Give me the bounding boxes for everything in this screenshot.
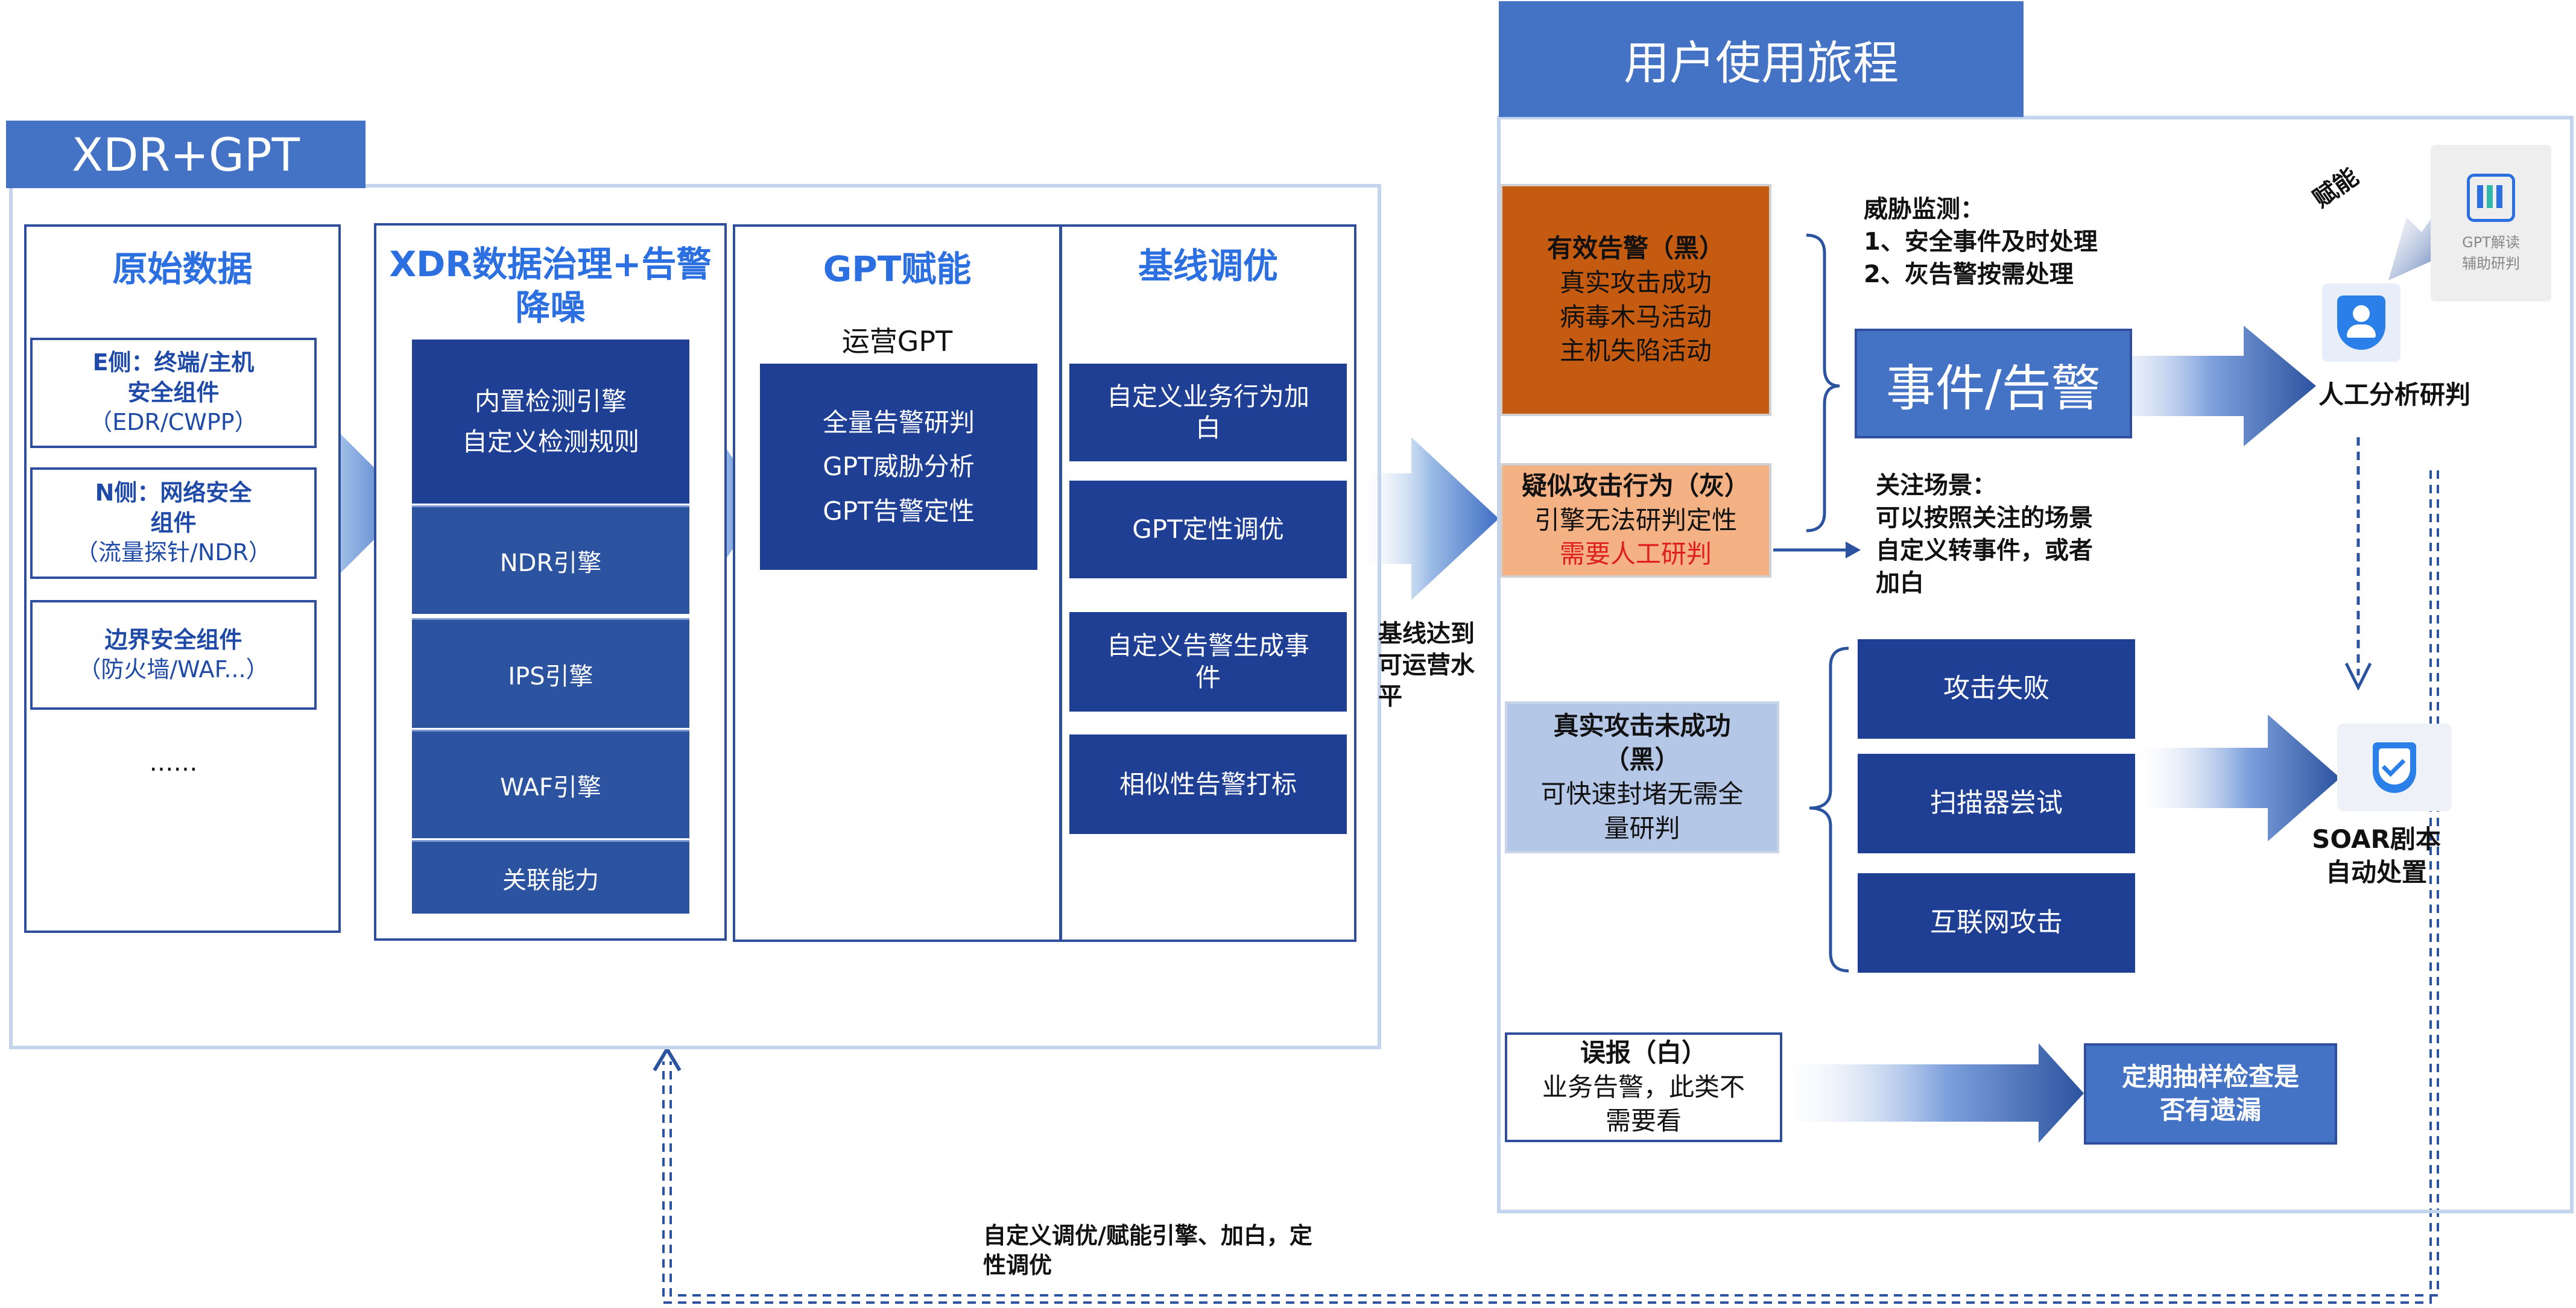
false-positive-box: 误报（白） 业务告警，此类不 需要看 xyxy=(1505,1032,1782,1142)
arrow-falsepositive-to-check xyxy=(1779,1043,2084,1143)
threat-monitor-text: 威胁监测： 1、安全事件及时处理 2、灰告警按需处理 xyxy=(1864,195,2098,288)
source-box-n-side: N侧：网络安全 组件 （流量探针/NDR） xyxy=(30,467,317,579)
focus-scene-text: 关注场景： 可以按照关注的场景 自定义转事件，或者 加白 xyxy=(1876,472,2093,597)
left-panel-frame xyxy=(9,184,1381,1049)
engine-waf: WAF引擎 xyxy=(412,730,689,838)
gpt-capability-box: 全量告警研判 GPT威胁分析 GPT告警定性 xyxy=(760,364,1037,570)
raw-data-title: 原始数据 xyxy=(112,248,253,289)
user-shield-icon xyxy=(2337,295,2385,350)
governance-title: XDR数据治理+告警 降噪 xyxy=(389,243,712,329)
arrow-unsuccessful-to-soar xyxy=(2135,715,2340,841)
baseline-item-similarity: 相似性告警打标 xyxy=(1069,735,1347,834)
soar-icon-wrap xyxy=(2337,724,2452,811)
shield-check-icon xyxy=(2373,742,2416,793)
left-panel-tab-label: XDR+GPT xyxy=(71,127,300,182)
gpt-title: GPT赋能 xyxy=(823,248,972,289)
event-alert-box: 事件/告警 xyxy=(1855,329,2132,438)
engine-ndr: NDR引擎 xyxy=(412,505,689,614)
manual-analysis-icon-wrap xyxy=(2322,283,2400,362)
baseline-title: 基线调优 xyxy=(1138,245,1278,286)
unsuccessful-item-attack-failed: 攻击失败 xyxy=(1858,639,2135,739)
arrow-event-to-manual xyxy=(2084,326,2316,446)
left-panel-tab: XDR+GPT xyxy=(6,121,366,188)
engine-correlation: 关联能力 xyxy=(412,840,689,914)
right-panel-frame xyxy=(1497,116,2574,1213)
brace-alerts xyxy=(1806,233,1840,532)
effective-alert-box: 有效告警（黑） 真实攻击成功 病毒木马活动 主机失陷活动 xyxy=(1500,184,1771,416)
baseline-item-custom-event: 自定义告警生成事 件 xyxy=(1069,612,1347,712)
gpt-assist-card: GPT解读 辅助研判 xyxy=(2431,145,2551,302)
source-box-border: 边界安全组件 （防火墙/WAF...） xyxy=(30,600,317,710)
gpt-subtitle: 运营GPT xyxy=(841,324,953,358)
baseline-column: 基线调优 xyxy=(1060,224,1356,942)
unsuccessful-item-scanner: 扫描器尝试 xyxy=(1858,754,2135,853)
unsuccessful-attack-box: 真实攻击未成功 （黑） 可快速封堵无需全 量研判 xyxy=(1505,701,1779,853)
suspicious-alert-box: 疑似攻击行为（灰） 引擎无法研判定性 需要人工研判 xyxy=(1500,463,1771,578)
right-panel-tab: 用户使用旅程 xyxy=(1499,1,2024,117)
gpt-logo-icon xyxy=(2467,174,2515,222)
brace-unsuccessful xyxy=(1809,646,1849,973)
source-box-e-side: E侧：终端/主机 安全组件 （EDR/CWPP） xyxy=(30,338,317,448)
engine-ips: IPS引擎 xyxy=(412,618,689,728)
baseline-item-gpt-tuning: GPT定性调优 xyxy=(1069,481,1347,578)
baseline-item-whitelist: 自定义业务行为加 白 xyxy=(1069,364,1347,461)
baseline-reached-label: 基线达到 可运营水 平 xyxy=(1378,620,1475,710)
gpt-column: GPT赋能 运营GPT xyxy=(733,224,1062,942)
detection-engine-box: 内置检测引擎 自定义检测规则 xyxy=(412,340,689,504)
arrow-baseline-to-journey xyxy=(1363,437,1499,600)
periodic-check-box: 定期抽样检查是 否有遗漏 xyxy=(2084,1043,2337,1145)
feedback-loop-label: 自定义调优/赋能引擎、加白，定 性调优 xyxy=(983,1222,1312,1279)
right-panel-tab-label: 用户使用旅程 xyxy=(1624,36,1899,90)
soar-label: SOAR剧本 自动处置 xyxy=(2312,824,2441,887)
manual-analysis-label: 人工分析研判 xyxy=(2318,379,2470,409)
source-ellipsis: …… xyxy=(149,749,198,777)
unsuccessful-item-internet: 互联网攻击 xyxy=(1858,873,2135,973)
